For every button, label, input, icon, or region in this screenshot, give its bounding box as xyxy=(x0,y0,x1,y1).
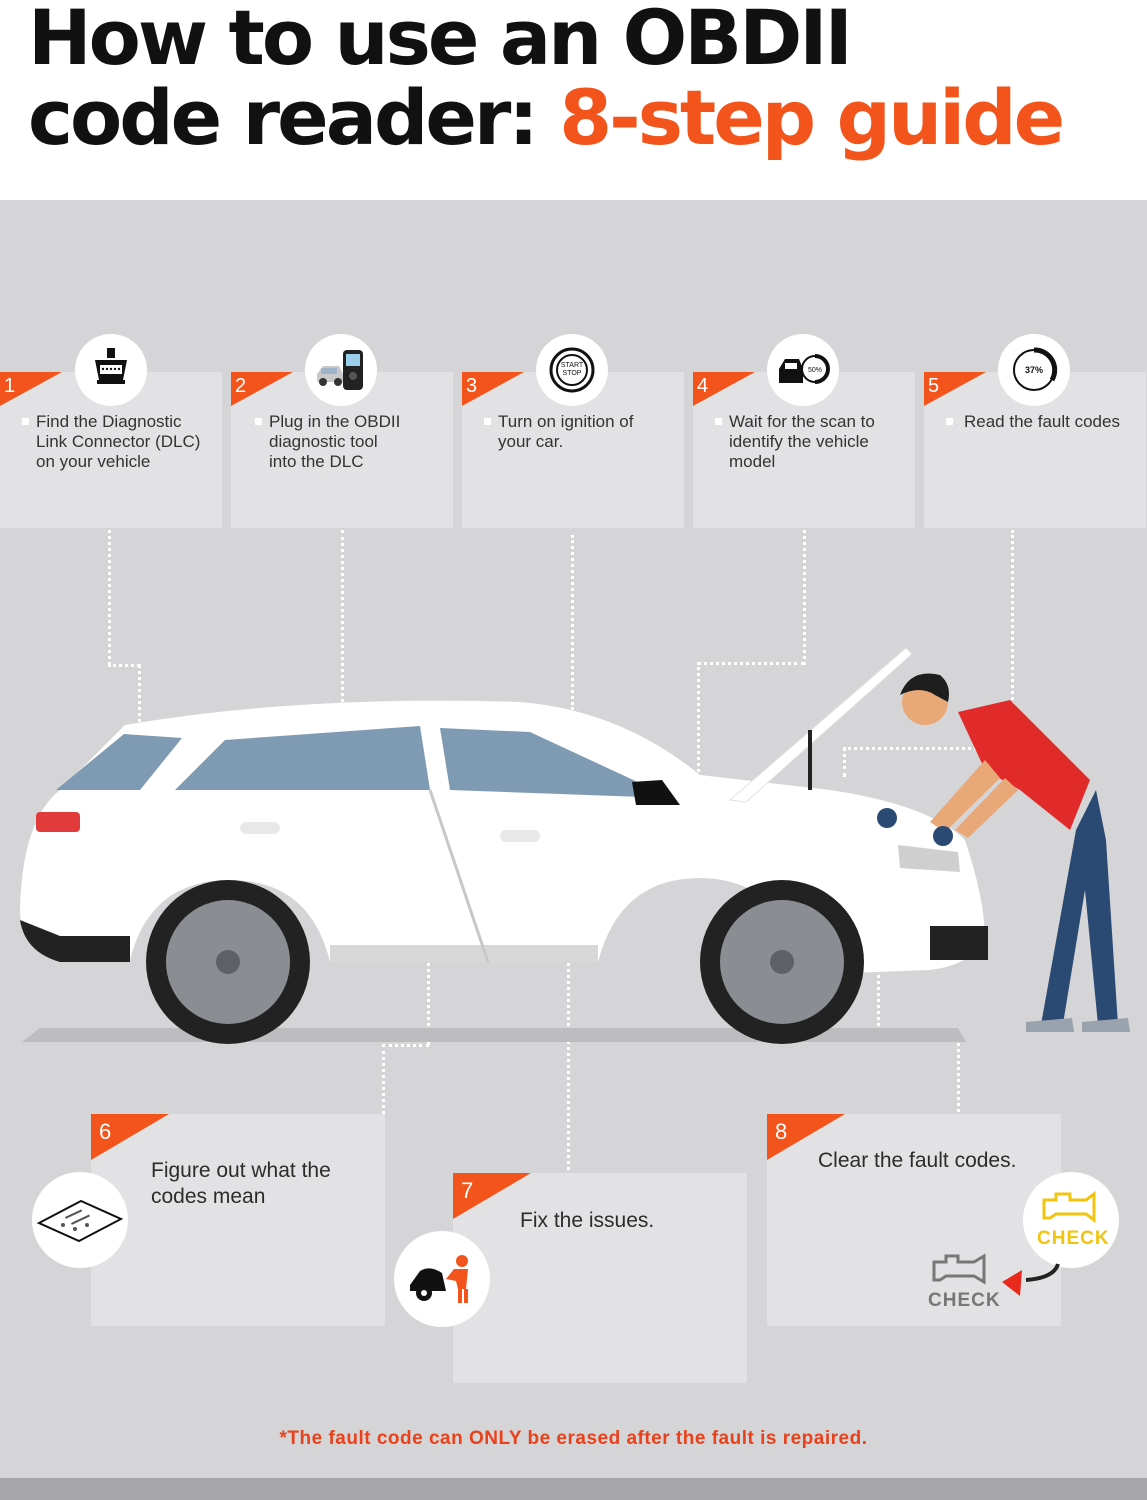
open-hood xyxy=(728,647,913,803)
step-text: Figure out what the codes mean xyxy=(151,1159,331,1208)
connector-line xyxy=(341,530,344,720)
step-text: Fix the issues. xyxy=(520,1209,655,1232)
connector-line xyxy=(697,662,700,802)
step-number: 2 xyxy=(235,375,247,397)
connector-line xyxy=(382,1044,385,1114)
step-card-7: 7 Fix the issues. xyxy=(453,1173,747,1383)
mechanic-icon xyxy=(394,1231,490,1327)
step-number: 7 xyxy=(461,1178,474,1203)
scan-tool-icon xyxy=(305,334,377,406)
step-number: 5 xyxy=(928,375,940,397)
footnote: *The fault code can ONLY be erased after… xyxy=(279,1428,868,1449)
connector-line xyxy=(843,747,1013,750)
title-line-1: How to use an OBDII xyxy=(28,0,853,82)
connector-line xyxy=(108,530,111,665)
connector-line xyxy=(427,890,430,1045)
obd-connector-icon xyxy=(75,334,147,406)
car-sill xyxy=(330,945,598,962)
connector-line xyxy=(957,1037,960,1112)
connector-line xyxy=(1011,530,1014,748)
stop-label: STOP xyxy=(563,370,582,377)
step-number: 1 xyxy=(4,375,16,397)
title-line-2: code reader: xyxy=(28,73,560,162)
step-card-6: 6 Figure out what the codes mean xyxy=(91,1114,385,1326)
step-text: Plug in the OBDII diagnostic tool into t… xyxy=(269,412,401,471)
arrow-icon xyxy=(1002,1263,1060,1296)
check-off-label: CHECK xyxy=(928,1290,1001,1311)
step-text: Clear the fault codes. xyxy=(818,1149,1017,1172)
door-handle xyxy=(500,830,540,842)
door-handle xyxy=(240,822,280,834)
percent-label: 37% xyxy=(1025,365,1043,375)
check-on-label: CHECK xyxy=(1037,1228,1110,1249)
step-flag xyxy=(693,372,755,406)
front-wheel xyxy=(700,880,864,1044)
step-flag xyxy=(453,1173,531,1219)
title-accent: 8-step guide xyxy=(559,73,1065,162)
door-line xyxy=(428,789,490,963)
step-flag xyxy=(91,1114,169,1160)
connector-line xyxy=(697,662,805,665)
step-flag xyxy=(231,372,293,406)
mechanic-figure xyxy=(877,673,1130,1032)
bottom-bar xyxy=(0,1478,1147,1500)
bullet xyxy=(484,418,491,425)
step-text: Find the Diagnostic Link Connector (DLC)… xyxy=(36,412,201,471)
check-engine-on-icon: CHECK xyxy=(1023,1172,1119,1268)
step-text: Read the fault codes xyxy=(964,412,1120,431)
front-grille xyxy=(930,926,988,960)
step-number: 8 xyxy=(775,1119,788,1144)
step-card-2: 2 Plug in the OBDII diagnostic tool into… xyxy=(231,372,453,528)
head-light xyxy=(898,845,960,872)
bullet xyxy=(22,418,29,425)
car-bumper xyxy=(20,920,130,962)
step-flag xyxy=(767,1114,845,1160)
header: How to use an OBDII code reader: 8-step … xyxy=(0,0,1147,200)
percent-label: 50% xyxy=(808,367,822,374)
connector-line xyxy=(843,747,846,777)
step-number: 6 xyxy=(99,1119,112,1144)
connector-line xyxy=(567,945,570,1170)
connector-line xyxy=(877,920,880,1038)
progress-ring-icon: 37% xyxy=(998,334,1070,406)
clipboard-icon xyxy=(32,1172,128,1268)
step-number: 4 xyxy=(697,375,709,397)
car-illustration xyxy=(20,647,1130,1044)
bullet xyxy=(946,418,953,425)
tail-light xyxy=(36,812,80,832)
step-text: Turn on ignition of your car. xyxy=(498,412,634,451)
front-side-window xyxy=(440,728,672,798)
step-number: 3 xyxy=(466,375,478,397)
step-flag xyxy=(0,372,62,406)
rear-side-window xyxy=(175,726,430,790)
scan-progress-icon: 50% xyxy=(767,334,839,406)
hood-prop xyxy=(808,730,812,790)
step-flag xyxy=(462,372,524,406)
start-label: START xyxy=(561,362,584,369)
bullet xyxy=(715,418,722,425)
step-card-8: 8 Clear the fault codes. xyxy=(767,1114,1061,1326)
bullet xyxy=(255,418,262,425)
rear-window xyxy=(56,734,182,790)
connector-line xyxy=(803,530,806,665)
step-flag xyxy=(924,372,986,406)
connector-line xyxy=(571,535,574,710)
connector-line xyxy=(382,1044,429,1047)
connector-line xyxy=(108,664,140,667)
rear-wheel xyxy=(146,880,310,1044)
page-title: How to use an OBDII code reader: 8-step … xyxy=(28,0,1065,158)
step-text: Wait for the scan to identify the vehicl… xyxy=(729,412,875,471)
side-mirror xyxy=(632,780,680,805)
check-engine-off-icon: CHECK xyxy=(928,1250,1000,1314)
